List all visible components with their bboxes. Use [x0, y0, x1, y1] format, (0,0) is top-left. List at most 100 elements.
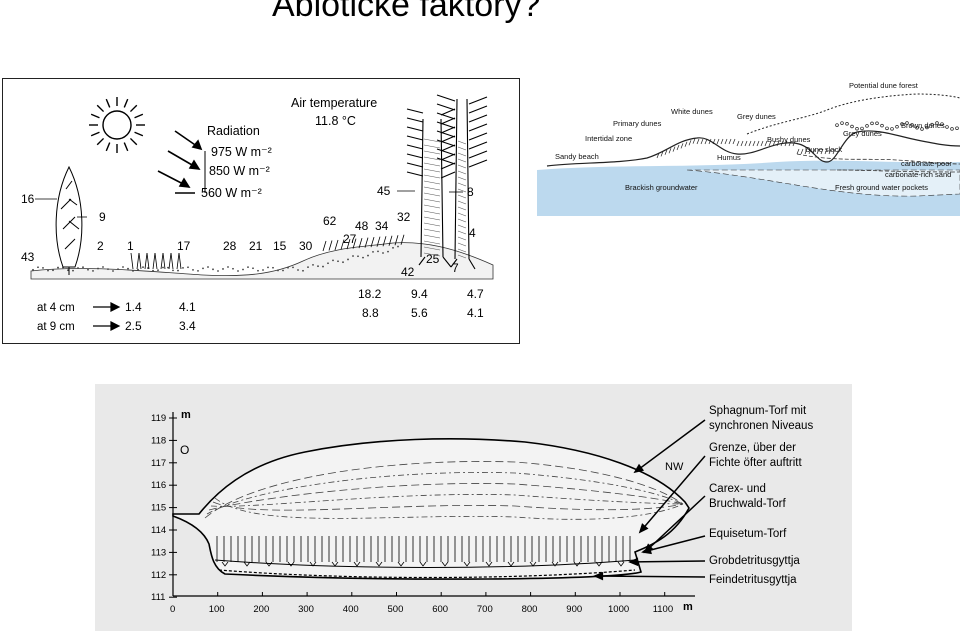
x-tick-label: 200 [253, 604, 269, 615]
transect-number: 9 [99, 210, 106, 224]
y-tick-label: 115 [151, 503, 166, 514]
y-tick-label: 119 [151, 413, 166, 424]
transect-number: 34 [375, 219, 389, 233]
transect-number: 8 [467, 185, 474, 199]
y-tick-label: 113 [151, 547, 166, 558]
feindetritus-layer [218, 569, 636, 579]
row1-value-2: 4.1 [179, 300, 196, 314]
legend-text: Sphagnum-Torf mit [709, 405, 807, 417]
transect-number: 28 [223, 239, 237, 253]
transect-number: 7 [452, 261, 459, 275]
dune-label: Fresh ground water pockets [835, 183, 928, 192]
transect-number: 48 [355, 219, 369, 233]
east-label: NW [665, 461, 684, 473]
dune-label: Grey dunes [843, 129, 882, 138]
x-tick-label: 0 [170, 604, 175, 615]
row2-value-5: 4.1 [467, 306, 484, 320]
legend-text: Feindetritusgyttja [709, 574, 797, 586]
y-axis-unit: m [181, 409, 191, 421]
air-temperature-label: Air temperature [291, 96, 377, 110]
y-tick-label: 114 [151, 525, 166, 536]
legend-text: Grenze, über der [709, 442, 796, 454]
legend-text: Equisetum-Torf [709, 528, 787, 540]
soil-layer [796, 153, 960, 165]
x-tick-label: 600 [432, 604, 448, 615]
fresh-water-pocket [686, 169, 960, 197]
y-tick-label: 117 [151, 458, 166, 469]
pine-trees-drawing [406, 94, 488, 270]
x-tick-label: 700 [477, 604, 493, 615]
legend-text: Carex- und [709, 483, 766, 495]
dune-label: Brown dunes [901, 121, 945, 130]
row-arrows [93, 302, 121, 331]
transect-number: 2 [97, 239, 104, 253]
x-tick-label: 400 [343, 604, 359, 615]
sun-icon [89, 97, 145, 153]
dune-label: Grey dunes [737, 112, 776, 121]
legend-text: synchronen Niveaus [709, 420, 813, 432]
transect-number: 21 [249, 239, 263, 253]
row2-value-1: 2.5 [125, 319, 142, 333]
west-label: O [180, 443, 189, 457]
bog-cross-section-figure: m m 119 118 117 116 115 114 113 112 111 0 100 200 3… [95, 384, 852, 631]
row2-value-4: 5.6 [411, 306, 428, 320]
dune-label: carbonate-poor [901, 159, 952, 168]
row2-value-3: 8.8 [362, 306, 379, 320]
dune-label: Potential dune forest [849, 81, 919, 90]
transect-number: 15 [273, 239, 287, 253]
transect-number: 1 [127, 239, 134, 253]
vegetation-stipple [32, 234, 405, 272]
x-tick-label: 900 [566, 604, 582, 615]
row2-label: at 9 cm [37, 321, 75, 333]
x-tick-label: 300 [298, 604, 314, 615]
dune-label: Intertidal zone [585, 134, 632, 143]
row1-value-1: 1.4 [125, 300, 142, 314]
dune-label: Brackish groundwater [625, 183, 698, 192]
x-tick-label: 800 [522, 604, 538, 615]
forest-canopy-line [746, 93, 960, 135]
legend-text: Fichte öfter auftritt [709, 457, 802, 469]
x-axis-unit: m [683, 601, 693, 613]
transect-number: 17 [177, 239, 191, 253]
dune-label: carbonate-rich sand [885, 170, 951, 179]
dune-label: Primary dunes [613, 119, 662, 128]
x-tick-label: 1000 [608, 604, 629, 615]
y-tick-label: 118 [151, 435, 166, 446]
dune-label: Bushy dunes [767, 135, 811, 144]
transect-number: 16 [21, 192, 35, 206]
radiation-label: Radiation [207, 124, 260, 138]
y-tick-label: 116 [151, 480, 166, 491]
dune-label: Dune slack [805, 145, 842, 154]
radiation-value-1: 975 W m⁻² [211, 145, 272, 159]
radiation-value-3: 560 W m⁻² [201, 186, 262, 200]
x-tick-label: 1100 [653, 604, 673, 615]
row2-value-2: 3.4 [179, 319, 196, 333]
transect-number: 32 [397, 210, 411, 224]
carbonate-boundary [836, 169, 960, 173]
row1-label: at 4 cm [37, 302, 75, 314]
microclimate-transect-figure: Radiation 975 W m⁻² 850 W m⁻² 560 W m⁻² … [2, 78, 520, 344]
x-tick-label: 100 [209, 604, 225, 615]
transect-number: 62 [323, 214, 337, 228]
poplar-tree-drawing [55, 165, 83, 275]
transect-number: 27 [343, 232, 357, 246]
y-tick-label: 112 [151, 570, 166, 581]
transect-number: 45 [377, 184, 391, 198]
grobdetritus-layer [214, 559, 636, 568]
row1-value-4: 9.4 [411, 287, 428, 301]
transect-number: 43 [21, 250, 35, 264]
transect-number: 30 [299, 239, 313, 253]
transect-number: 42 [401, 265, 415, 279]
legend-text: Grobdetritusgyttja [709, 555, 800, 567]
radiation-value-2: 850 W m⁻² [209, 164, 270, 178]
air-temperature-value: 11.8 °C [315, 114, 356, 128]
transect-number: 25 [426, 252, 440, 266]
dune-label: White dunes [671, 107, 713, 116]
row1-value-3: 18.2 [358, 287, 382, 301]
transect-number: 4 [469, 226, 476, 240]
row1-value-5: 4.7 [467, 287, 484, 301]
slide-title: Abiotické faktory? [272, 0, 541, 24]
y-tick-label: 111 [151, 592, 165, 603]
x-tick-label: 500 [388, 604, 404, 615]
